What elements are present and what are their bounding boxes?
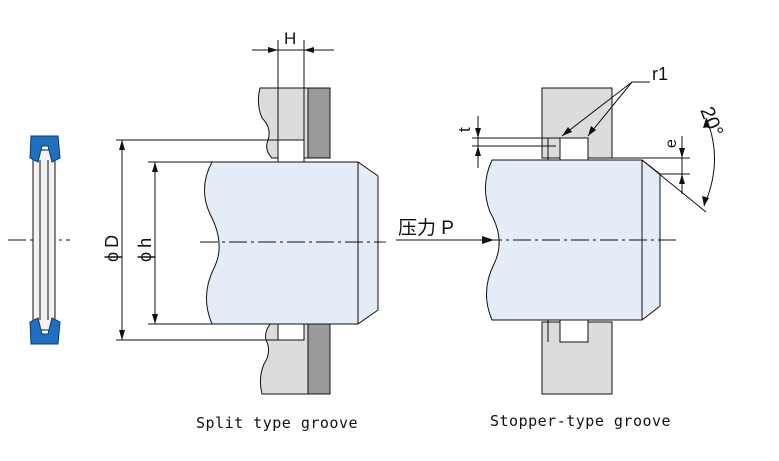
arrow-icon [679, 174, 685, 184]
angle-ray [641, 159, 707, 213]
arrow-icon [588, 126, 596, 136]
caption-stopper: Stopper-type groove [490, 412, 671, 430]
rod-split [204, 161, 379, 325]
dim-label-t: t [455, 127, 474, 132]
arrow-icon [702, 196, 709, 206]
arrow-icon [304, 47, 314, 53]
arrow-icon [475, 146, 481, 156]
dim-label-e: e [663, 139, 680, 148]
arrow-icon [482, 236, 494, 244]
arrow-icon [268, 47, 278, 53]
arrow-icon [152, 162, 158, 172]
angle-arc [703, 117, 715, 207]
dim-label-angle: 20° [695, 104, 727, 140]
housing-bottom-dark [307, 321, 331, 395]
stopper-slot-top [559, 137, 589, 163]
r1-leader-2 [587, 81, 633, 137]
dim-label-H: H [284, 29, 296, 48]
stopper-groove-drawing: 压力 P r1 t e 20° Stopper-type groove [396, 64, 727, 430]
seal-lip-bottom [29, 317, 61, 345]
arrow-icon [119, 330, 125, 340]
groove-slot-top [277, 139, 305, 163]
dim-label-D: ϕD [102, 235, 122, 262]
caption-split: Split type groove [196, 414, 358, 432]
arrow-icon [119, 140, 125, 150]
r1-leader-1 [561, 81, 633, 137]
dim-label-r1: r1 [652, 64, 668, 84]
seal-body [32, 149, 56, 331]
pressure-label: 压力 P [398, 217, 454, 239]
arrow-icon [562, 127, 572, 136]
stopper-slot-bottom [559, 317, 589, 343]
arrow-icon [679, 148, 685, 158]
seal-cross-section [8, 135, 70, 345]
arrow-icon [475, 128, 481, 138]
split-groove-drawing: H ϕD ϕh Split type groove [102, 29, 386, 432]
housing-top-dark [307, 87, 331, 159]
seal-lip-top [29, 135, 61, 163]
arrow-icon [152, 314, 158, 324]
arrow-icon [703, 118, 709, 128]
dim-label-h: ϕh [135, 238, 155, 262]
